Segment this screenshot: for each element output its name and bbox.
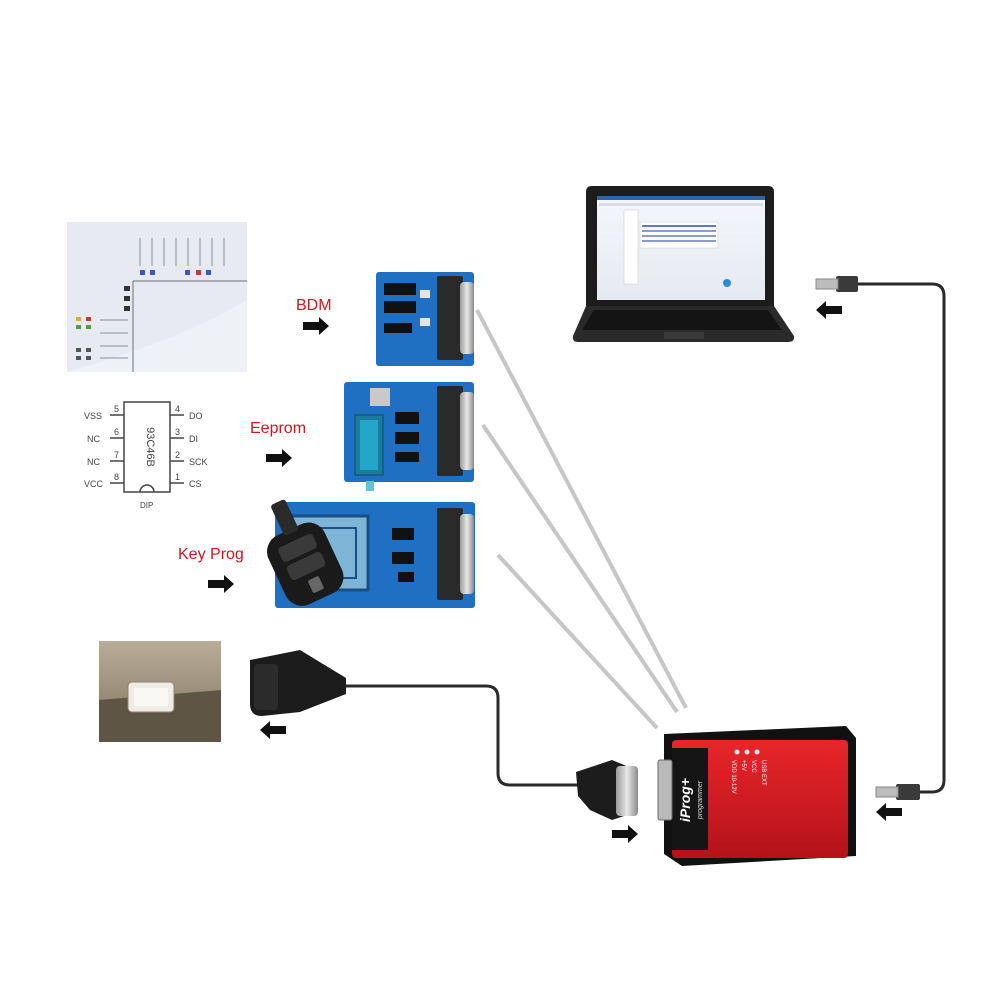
chip-package: DIP — [140, 501, 153, 510]
chip-pin-num-7: 7 — [114, 450, 119, 460]
obd-connector-plug — [250, 650, 346, 716]
bdm-adapter-board — [376, 272, 474, 366]
chip-pin-num-4: 4 — [175, 404, 180, 414]
label-key-prog: Key Prog — [178, 546, 244, 563]
arrow-left-laptop — [816, 301, 842, 319]
obd-cable — [345, 684, 578, 787]
usb-plug-bottom — [896, 784, 920, 800]
chip-pin-name-di: DI — [189, 434, 198, 444]
usb-plug-top — [836, 276, 858, 292]
arrow-left-car — [260, 721, 286, 739]
adapter-link-lines — [475, 309, 688, 730]
chip-pin-name-cs: CS — [189, 479, 202, 489]
chip-pin-num-5: 5 — [114, 404, 119, 414]
eeprom-adapter-board — [344, 382, 474, 491]
chip-pin-name-vss: VSS — [84, 411, 102, 421]
programmer-led-label-1: VDD 10-12V — [730, 760, 736, 794]
arrow-right-bdm — [303, 317, 329, 335]
chip-pin-num-3: 3 — [175, 427, 180, 437]
laptop — [572, 186, 795, 342]
arrow-left-programmer — [876, 803, 902, 821]
chip-part-number: 93C46B — [144, 427, 156, 467]
chip-pin-num-2: 2 — [175, 450, 180, 460]
programmer-led-label-4: USB EXT — [760, 760, 766, 786]
direction-arrows — [208, 301, 902, 843]
chip-pin-name-do: DO — [189, 411, 203, 421]
usb-cable — [815, 276, 946, 800]
chip-pin-name-vcc: VCC — [84, 479, 104, 489]
car-obd-port-photo — [99, 641, 221, 742]
programmer-subtitle: programmer — [697, 780, 704, 820]
programmer-led-label-3: VCC — [750, 760, 756, 773]
chip-pin-num-6: 6 — [114, 427, 119, 437]
label-bdm: BDM — [296, 297, 332, 314]
arrow-right-keyprog — [208, 575, 234, 593]
chip-pin-name-nc1: NC — [87, 434, 100, 444]
chip-pin-num-1: 1 — [175, 472, 180, 482]
arrow-right-db25 — [612, 825, 638, 843]
arrow-right-eeprom — [266, 449, 292, 467]
chip-pin-name-sck: SCK — [189, 457, 208, 467]
programmer-brand: iProg+ — [677, 778, 693, 822]
db25-connector — [576, 760, 638, 820]
iprog-programmer — [657, 726, 856, 866]
chip-pin-name-nc2: NC — [87, 457, 100, 467]
label-eeprom: Eeprom — [250, 420, 307, 437]
bdm-pinout-photo — [67, 222, 247, 372]
car-key — [267, 499, 344, 606]
chip-pin-num-8: 8 — [114, 472, 119, 482]
eeprom-chip-diagram: 5 6 7 8 4 3 2 1 VSS NC NC VCC DO DI SCK … — [84, 401, 208, 510]
programmer-led-label-2: +5V — [740, 760, 746, 771]
